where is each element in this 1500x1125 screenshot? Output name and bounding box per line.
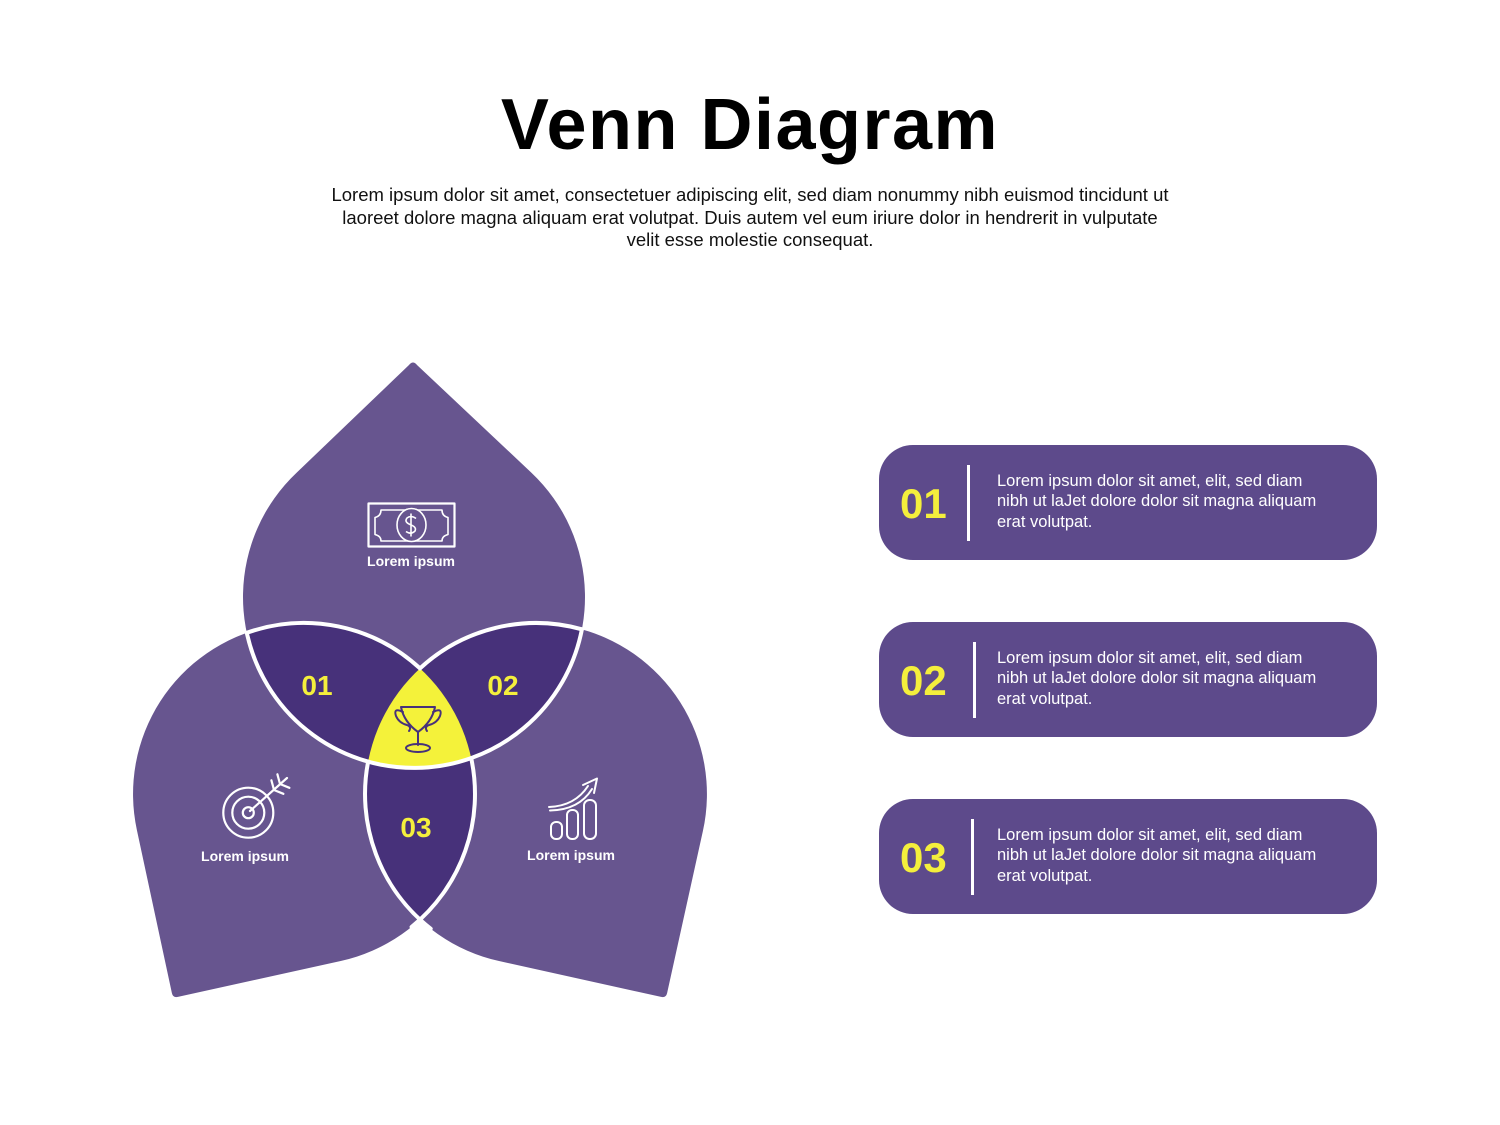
card-text-line: Lorem ipsum dolor sit amet, elit, sed di… [997, 825, 1303, 844]
card-text: Lorem ipsum dolor sit amet, elit, sed di… [997, 648, 1367, 710]
info-card-03: 03 Lorem ipsum dolor sit amet, elit, sed… [879, 799, 1377, 914]
card-number: 01 [900, 480, 947, 527]
card-divider [967, 465, 970, 541]
card-text: Lorem ipsum dolor sit amet, elit, sed di… [997, 825, 1367, 887]
page-subtitle: Lorem ipsum dolor sit amet, consectetuer… [0, 184, 1500, 252]
info-card-01: 01 Lorem ipsum dolor sit amet, elit, sed… [879, 445, 1377, 560]
card-text-line: nibh ut laJet dolore dolor sit magna ali… [997, 492, 1317, 510]
card-number: 02 [900, 657, 947, 704]
set-label-right: Lorem ipsum [527, 847, 615, 863]
card-text-line: nibh ut laJet dolore dolor sit magna ali… [997, 669, 1317, 687]
set-label-top: Lorem ipsum [367, 553, 455, 569]
target-arrow-icon [222, 773, 291, 839]
card-text-line: Lorem ipsum dolor sit amet, elit, sed di… [997, 471, 1303, 490]
growth-chart-icon [548, 777, 598, 840]
card-divider [973, 642, 976, 718]
card-text-line: erat volutpat. [997, 512, 1093, 531]
card-number: 03 [900, 834, 947, 881]
subtitle-line: velit esse molestie consequat. [626, 229, 874, 250]
card-text: Lorem ipsum dolor sit amet, elit, sed di… [997, 471, 1367, 533]
card-text-line: erat volutpat. [997, 866, 1093, 885]
center-overlap [365, 623, 475, 768]
info-card-02: 02 Lorem ipsum dolor sit amet, elit, sed… [879, 622, 1377, 737]
card-text-line: nibh ut laJet dolore dolor sit magna ali… [997, 846, 1317, 864]
money-bill-icon [367, 502, 456, 548]
subtitle-line: Lorem ipsum dolor sit amet, consectetuer… [331, 184, 1169, 205]
card-divider [971, 819, 974, 895]
card-text-line: Lorem ipsum dolor sit amet, elit, sed di… [997, 648, 1303, 667]
overlap-number-03: 03 [400, 812, 431, 843]
subtitle-line: laoreet dolore magna aliquam erat volutp… [342, 206, 1158, 228]
overlap-outlines [244, 621, 584, 931]
overlap-number-02: 02 [487, 670, 518, 701]
set-label-left: Lorem ipsum [201, 848, 289, 864]
page-title: Venn Diagram [500, 85, 1000, 165]
trophy-icon [394, 706, 442, 753]
overlap-number-01: 01 [301, 670, 332, 701]
card-text-line: erat volutpat. [997, 689, 1093, 708]
